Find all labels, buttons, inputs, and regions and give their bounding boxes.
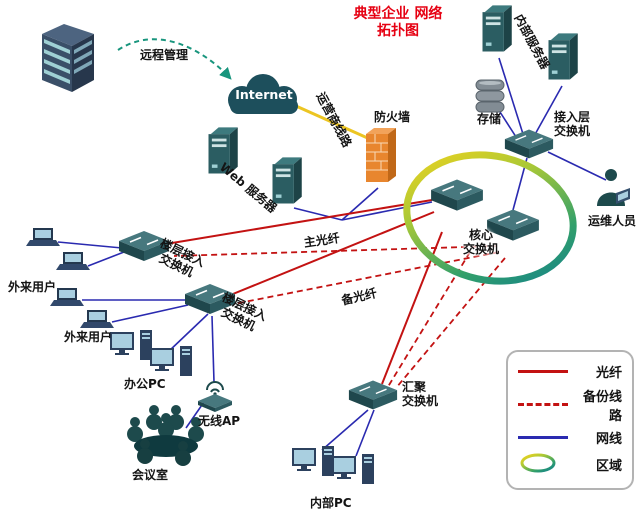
title-line2: 网络拓扑图 xyxy=(377,6,443,39)
firewall-label: 防火墙 xyxy=(374,110,411,124)
core-switch-label: 核心 交换机 xyxy=(462,228,499,256)
external-user-2-label: 外来用户 xyxy=(64,330,113,344)
legend-item-fiber: 光纤 xyxy=(518,362,622,381)
backup-line-sample xyxy=(518,403,568,407)
cable-line-sample xyxy=(518,436,568,440)
access-layer-switch-icon xyxy=(502,126,556,164)
meeting-room-label: 会议室 xyxy=(132,468,169,482)
legend-item-cable: 网线 xyxy=(518,428,622,447)
laptop-icon xyxy=(26,226,60,256)
ops-staff-icon xyxy=(592,166,634,218)
legend-item-backup: 备份线路 xyxy=(518,386,622,424)
meeting-room-icon xyxy=(120,400,212,470)
internal-pc-icon xyxy=(292,444,336,486)
internal-pc-label: 内部PC xyxy=(310,496,352,510)
ops-staff-label: 运维人员 xyxy=(587,214,636,228)
core-area-ring xyxy=(403,151,577,285)
internal-pc-icon xyxy=(332,452,376,494)
legend-label: 光纤 xyxy=(595,366,622,382)
core-switch-icon-1 xyxy=(428,176,486,216)
office-pc-label: 办公PC xyxy=(124,377,166,391)
internal-server-icon-1 xyxy=(478,2,514,60)
network-cable-lines xyxy=(57,57,607,457)
legend-label: 区域 xyxy=(595,459,622,475)
storage-label: 存储 xyxy=(476,112,501,126)
external-user-1-label: 外来用户 xyxy=(8,280,57,294)
remote-management-arrow xyxy=(117,38,232,80)
laptop-icon xyxy=(56,250,90,280)
remote-management-label: 远程管理 xyxy=(140,48,189,62)
fiber-line-sample xyxy=(518,370,568,374)
legend-label: 备份线路 xyxy=(582,389,622,424)
aggregation-switch-label: 汇聚 交换机 xyxy=(402,380,439,408)
aggregation-switch-icon xyxy=(346,376,400,416)
office-pc-icon xyxy=(110,328,154,370)
firewall-icon xyxy=(362,126,400,192)
legend: 光纤 备份线路 网线 区域 xyxy=(506,350,634,490)
area-ring-sample xyxy=(518,452,568,478)
backup-fiber-lines xyxy=(173,245,506,391)
legend-item-area: 区域 xyxy=(518,452,622,478)
carrier-line xyxy=(295,104,373,142)
page-title: 典型企业 网络拓扑图 xyxy=(352,6,444,40)
legend-label: 网线 xyxy=(595,432,622,448)
wireless-ap-label: 无线AP xyxy=(198,414,241,428)
access-layer-switch-label: 接入层 交换机 xyxy=(554,110,591,138)
headquarters-building-icon xyxy=(28,8,118,102)
internet-label: Internet xyxy=(235,87,293,102)
title-line1: 典型企业 xyxy=(353,6,410,22)
